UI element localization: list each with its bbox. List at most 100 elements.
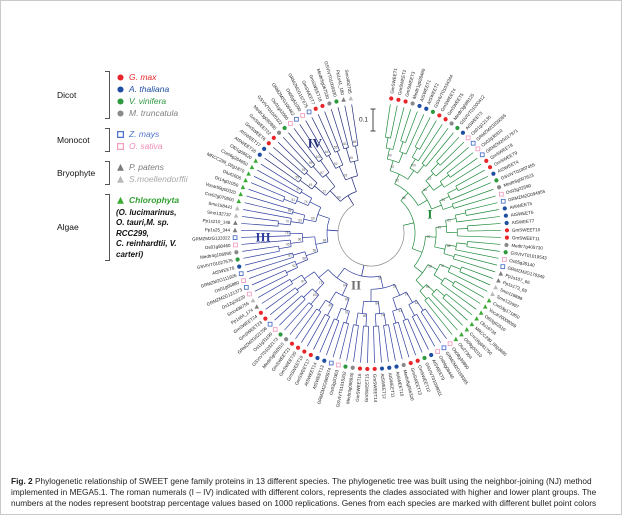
branch — [243, 209, 292, 219]
leaf-marker-Vvin — [278, 332, 283, 337]
leaf-marker-Mtru — [284, 337, 289, 342]
branch — [282, 136, 312, 169]
branch — [411, 316, 429, 350]
branch — [361, 265, 365, 277]
leaf-marker-Atha — [262, 146, 267, 151]
leaf-marker-Smoe — [490, 291, 495, 296]
branch — [327, 229, 339, 232]
leaf-marker-Zmay — [238, 271, 244, 277]
circle-marker-icon — [117, 85, 124, 93]
bootstrap-value: 72 — [428, 177, 432, 181]
legend-item: O. sativa — [116, 141, 163, 151]
legend-item-label: M. truncatula — [129, 108, 179, 118]
branch — [254, 274, 288, 292]
legend-group-label: Algae — [57, 222, 79, 233]
leaf-marker-Vvin — [455, 125, 460, 131]
legend-bracket-icon — [105, 128, 110, 152]
leaf-marker-Zmay — [500, 198, 506, 204]
leaf-label: GmSWEET2 — [397, 69, 407, 96]
bootstrap-value: 64 — [441, 198, 445, 202]
leaf-label: Pp1s41_180 — [335, 70, 345, 96]
branch — [296, 259, 308, 265]
square-marker-icon — [116, 142, 125, 150]
bootstrap-value: 92 — [395, 179, 399, 183]
branch — [313, 316, 331, 350]
branch — [436, 136, 460, 162]
leaf-marker-Osat — [288, 121, 293, 126]
branch — [421, 185, 431, 193]
legend-item: G. max — [116, 72, 178, 82]
bootstrap-value: 49 — [328, 304, 332, 308]
legend-items: Chlorophyta(O. lucimarinus,O. tauri,M. s… — [116, 194, 195, 261]
leaf-marker-Ppat — [233, 220, 238, 225]
leaf-marker-Gmax — [365, 366, 370, 372]
bootstrap-value: 96 — [298, 238, 302, 242]
bootstrap-value: 74 — [304, 200, 308, 204]
leaf-marker-Gmax — [357, 366, 363, 371]
leaf-marker-Atha — [417, 103, 422, 109]
branch — [439, 196, 450, 202]
bootstrap-value: 88 — [402, 196, 406, 200]
leaf-marker-Osat — [475, 146, 481, 152]
branch — [383, 312, 387, 326]
branch — [288, 132, 316, 165]
branch — [326, 320, 340, 356]
figure-caption: Fig. 2 Phylogenetic relationship of SWEE… — [11, 476, 611, 509]
leaf-marker-Zmay — [232, 235, 238, 240]
bootstrap-value: 55 — [423, 188, 427, 192]
caption-text: Phylogenetic relationship of SWEET gene … — [11, 476, 597, 509]
branch — [325, 174, 336, 187]
leaf-label: Smo402705 — [344, 69, 353, 94]
leaf-label: Os03g20363 — [329, 369, 340, 396]
branch — [355, 312, 359, 326]
bootstrap-value: 78 — [285, 231, 289, 235]
leaf-marker-Gmax — [504, 235, 510, 240]
leaf-label: AtSWEET7 — [511, 218, 535, 225]
branch — [292, 211, 305, 216]
leaf-label: GmSWEET14 — [372, 374, 378, 403]
leaf-marker-Algae — [246, 171, 251, 176]
branch — [253, 176, 299, 198]
leaf-label: GSVIVT01015202 — [335, 371, 347, 408]
bootstrap-value: 68 — [302, 256, 306, 260]
branch — [453, 258, 496, 273]
legend-item-label: V. vinifera — [129, 96, 167, 106]
leaf-marker-Mtru — [449, 121, 454, 126]
leaf-label: Os05g35140 — [509, 258, 536, 268]
branch — [345, 310, 350, 324]
branch — [261, 283, 293, 304]
leaf-marker-Atha — [237, 264, 242, 269]
branch — [412, 147, 418, 158]
leaf-label: Smo132737 — [207, 209, 232, 217]
branch — [454, 253, 498, 266]
branch — [330, 109, 345, 149]
bootstrap-value: 99 — [309, 161, 313, 165]
branch — [397, 322, 410, 358]
legend-bracket-icon — [105, 194, 110, 261]
leaf-marker-Zmay — [500, 264, 506, 269]
branch — [312, 166, 323, 178]
branch — [318, 269, 329, 278]
branch — [390, 105, 398, 139]
branch — [447, 188, 458, 194]
branch — [405, 291, 413, 303]
legend-item: Z. mays — [116, 129, 163, 139]
leaf-marker-Osat — [300, 113, 306, 118]
leaf-marker-Osat — [447, 341, 453, 347]
branch — [443, 253, 455, 257]
leaf-marker-Ppat — [496, 278, 501, 283]
branch — [302, 236, 315, 239]
leaf-label: Medtr7g405730 — [511, 243, 543, 251]
branch — [398, 152, 404, 163]
leaf-marker-Algae — [243, 177, 248, 183]
branch — [452, 285, 481, 304]
branch — [241, 230, 291, 232]
bootstrap-value: 45 — [437, 226, 441, 230]
branch — [415, 279, 424, 289]
branch — [346, 324, 354, 361]
branch — [385, 137, 389, 149]
bootstrap-value: 78 — [344, 173, 348, 177]
leaf-marker-Algae — [240, 184, 246, 190]
branch — [394, 174, 400, 184]
branch — [431, 293, 463, 326]
